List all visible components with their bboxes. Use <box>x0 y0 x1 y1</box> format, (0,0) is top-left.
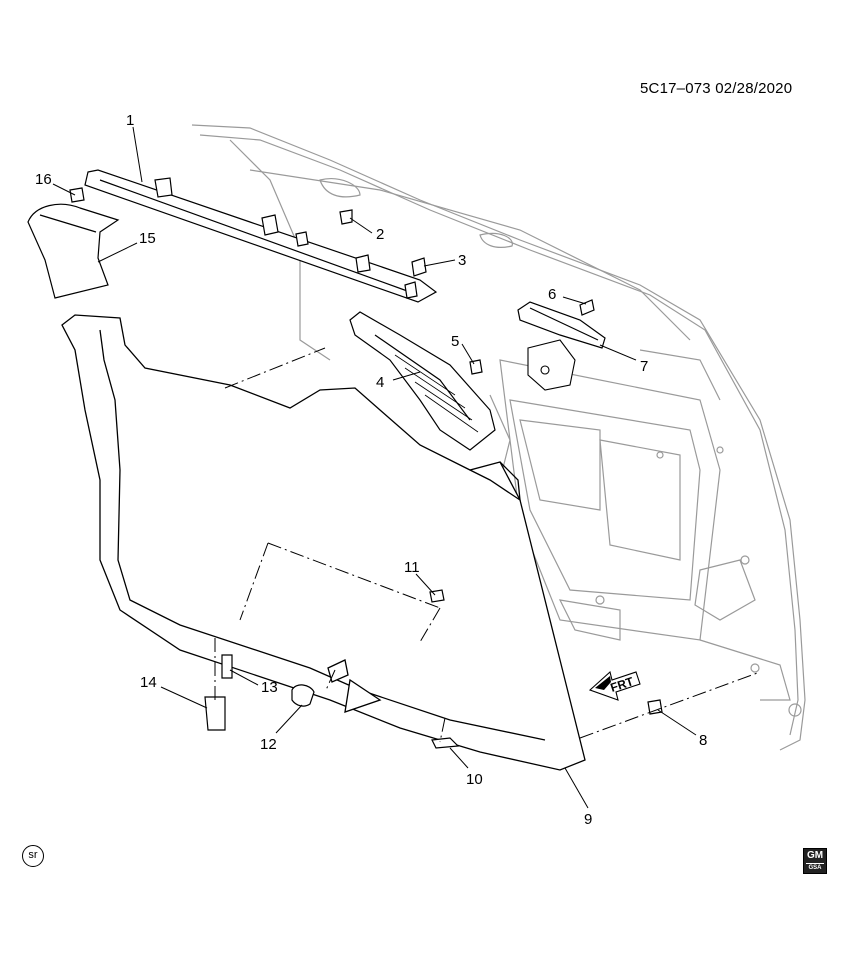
callout-16: 16 <box>35 171 52 188</box>
sr-badge: sr <box>22 845 44 867</box>
callout-2: 2 <box>376 226 384 243</box>
part-12-cap <box>291 684 315 707</box>
gm-logo-sub: GSA <box>806 863 824 872</box>
callout-numbers: 1 2 3 4 5 6 7 8 9 10 11 12 13 14 15 16 <box>35 112 707 828</box>
liftgate-frame <box>191 124 806 751</box>
part-4-pillar-trim <box>349 311 496 451</box>
callout-15: 15 <box>139 230 156 247</box>
part-6-screw <box>579 299 595 316</box>
callout-13: 13 <box>261 679 278 696</box>
callout-14: 14 <box>140 674 157 691</box>
callout-leaders <box>52 126 697 809</box>
callout-1: 1 <box>126 112 134 129</box>
part-2-clip <box>339 209 353 225</box>
part-1-upper-trim <box>84 169 438 303</box>
part-14-cover <box>204 696 226 731</box>
callout-10: 10 <box>466 771 483 788</box>
gm-logo-text: GM <box>806 850 824 861</box>
front-direction-arrow: FRT <box>588 670 641 701</box>
part-10-clip <box>431 737 460 749</box>
frt-label: FRT <box>609 674 636 695</box>
callout-3: 3 <box>458 252 466 269</box>
callout-7: 7 <box>640 358 648 375</box>
callout-12: 12 <box>260 736 277 753</box>
latch-assembly <box>527 339 576 391</box>
callout-11: 11 <box>404 559 420 576</box>
callout-5: 5 <box>451 333 459 350</box>
callout-6: 6 <box>548 286 556 303</box>
part-13-screw <box>221 654 233 679</box>
callout-4: 4 <box>376 374 384 391</box>
part-15-side-panel <box>27 203 120 299</box>
callout-9: 9 <box>584 811 592 828</box>
part-16-clip <box>69 187 85 203</box>
callout-8: 8 <box>699 732 707 749</box>
leader-lines-dashed <box>214 347 761 743</box>
fasteners <box>204 209 663 749</box>
part-7-handle-bezel <box>517 301 606 349</box>
gm-logo-icon: GM GSA <box>803 848 827 874</box>
document-id: 5C17–073 02/28/2020 <box>640 80 793 97</box>
part-3-clip <box>411 257 427 277</box>
part-5-clip <box>469 359 483 375</box>
part-9-lower-trim-panel <box>61 314 586 771</box>
